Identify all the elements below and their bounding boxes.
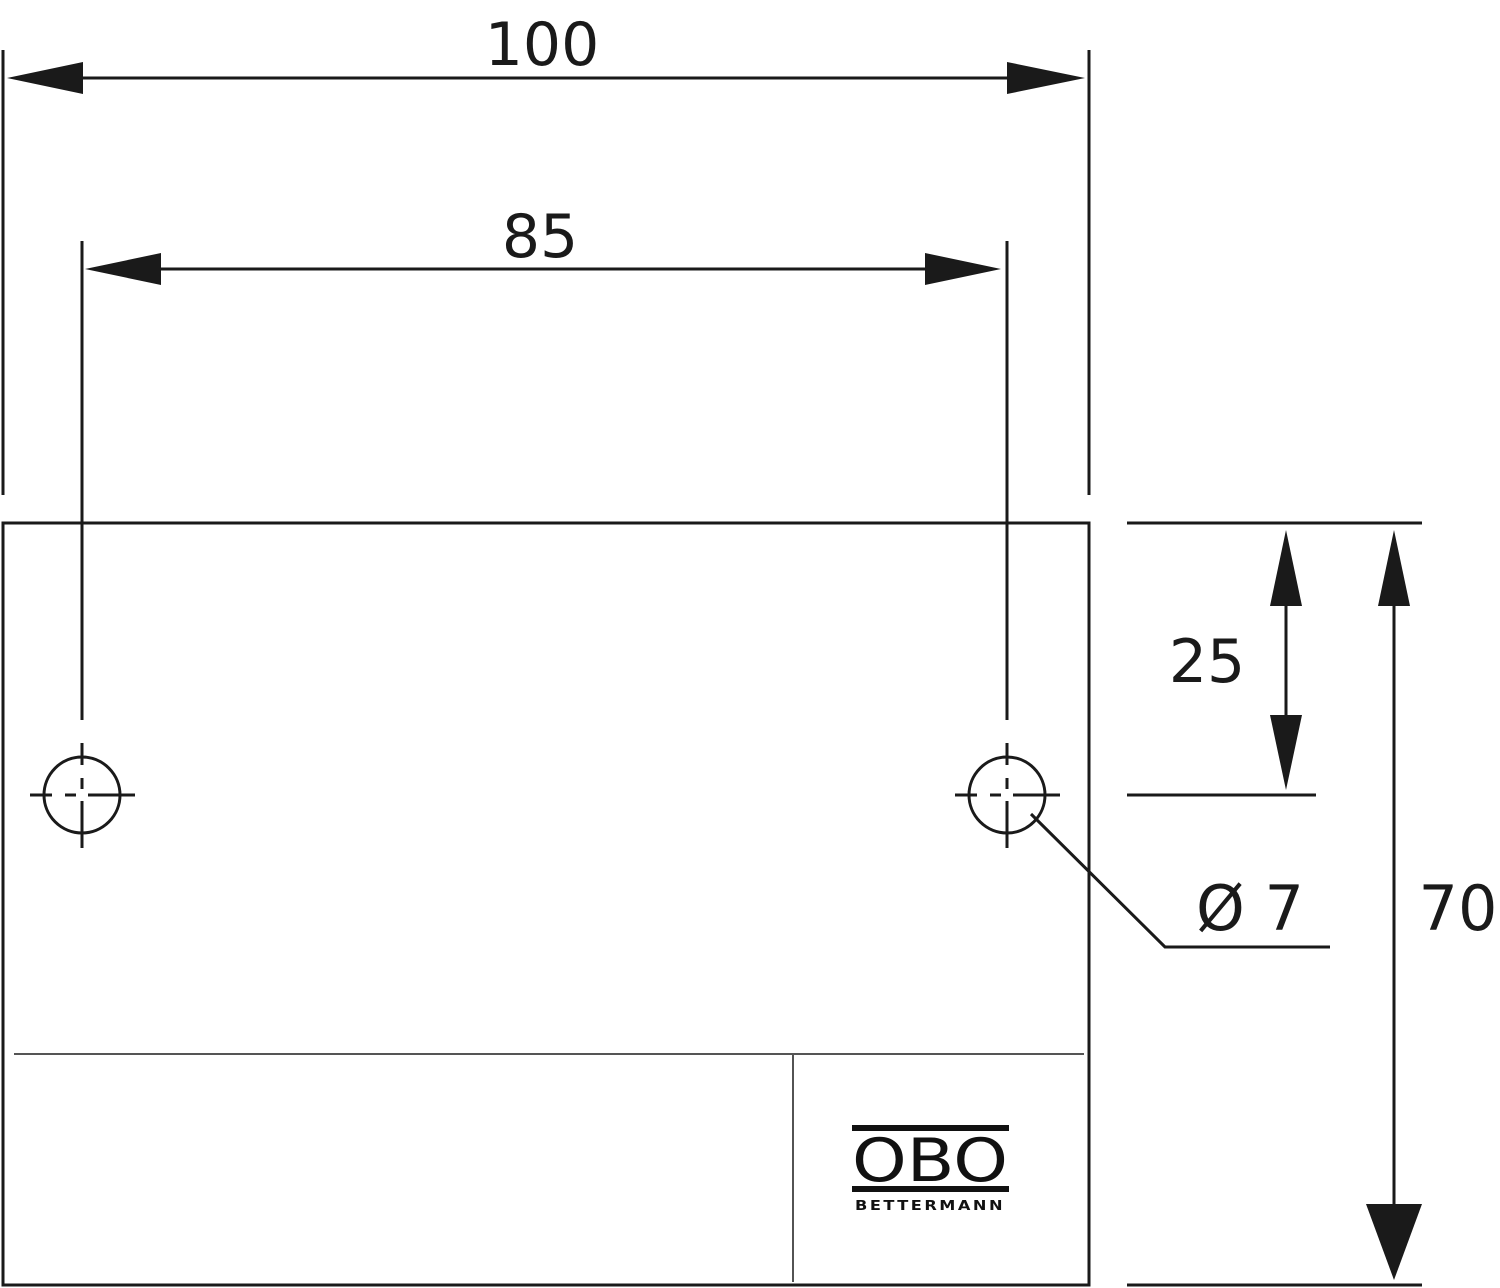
logo-subtitle: BETTERMANN xyxy=(855,1199,1005,1214)
arrowhead-left-icon xyxy=(7,62,83,94)
dimension-hole-spacing xyxy=(80,241,1009,720)
arrowhead-down-icon xyxy=(1270,715,1302,790)
dimension-overall-width xyxy=(1,50,1091,495)
logo-top-bar xyxy=(852,1125,1009,1131)
right-mounting-hole xyxy=(955,743,1060,848)
dimension-overall-height xyxy=(1127,530,1422,1287)
hole-diameter-leader xyxy=(1029,812,1330,949)
arrowhead-left-icon xyxy=(85,253,161,285)
arrowhead-right-icon xyxy=(1007,62,1085,94)
arrowhead-right-icon xyxy=(925,253,1001,285)
dimension-label-overall-width: 100 xyxy=(485,10,600,80)
arrowhead-down-icon xyxy=(1366,1204,1422,1280)
obo-bettermann-logo: OBO BETTERMANN xyxy=(852,1125,1009,1214)
logo-bottom-bar xyxy=(852,1186,1009,1192)
logo-brand: OBO xyxy=(852,1126,1008,1196)
dimension-label-hole-spacing: 85 xyxy=(502,202,578,272)
plate-outline xyxy=(1,521,1091,1287)
arrowhead-up-icon xyxy=(1378,530,1410,606)
arrowhead-up-icon xyxy=(1270,530,1302,606)
dimension-label-hole-diameter: Ø 7 xyxy=(1196,872,1304,945)
dimension-hole-offset xyxy=(1127,521,1422,797)
dimension-label-hole-offset: 25 xyxy=(1169,627,1245,697)
left-mounting-hole xyxy=(30,743,135,848)
dimension-label-overall-height: 70 xyxy=(1419,872,1498,945)
